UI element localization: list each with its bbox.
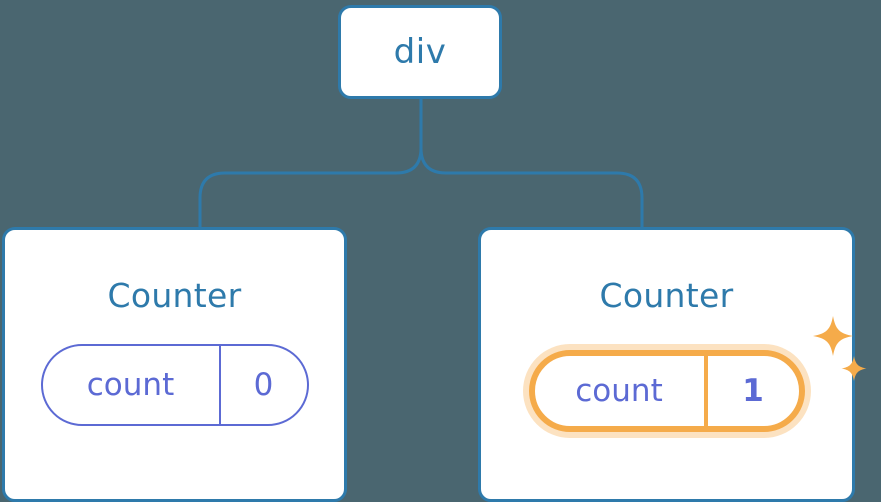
- state-pill-right[interactable]: count 1: [528, 350, 805, 432]
- state-pill-wrap-right: count 1: [522, 316, 866, 438]
- state-pill-left[interactable]: count 0: [40, 344, 309, 426]
- state-key-right: count: [535, 356, 708, 426]
- state-key-left: count: [43, 346, 221, 424]
- sparkle-icon-large: [812, 316, 853, 356]
- state-pill-glow-right: count 1: [522, 344, 811, 438]
- node-div[interactable]: div: [338, 5, 502, 99]
- node-counter-left-title: Counter: [107, 276, 242, 315]
- sparkle-group: [812, 316, 866, 381]
- state-value-right: 1: [742, 372, 764, 409]
- state-pill-wrap-left: count 0: [40, 344, 309, 426]
- sparkle-icon-small: [841, 356, 866, 381]
- node-counter-right-title: Counter: [599, 276, 734, 315]
- node-counter-right[interactable]: Counter count 1: [478, 227, 866, 502]
- node-counter-left[interactable]: Counter count 0: [2, 227, 347, 502]
- state-value-left: 0: [253, 366, 274, 403]
- node-div-label: div: [393, 32, 447, 72]
- connector-path: [198, 97, 644, 229]
